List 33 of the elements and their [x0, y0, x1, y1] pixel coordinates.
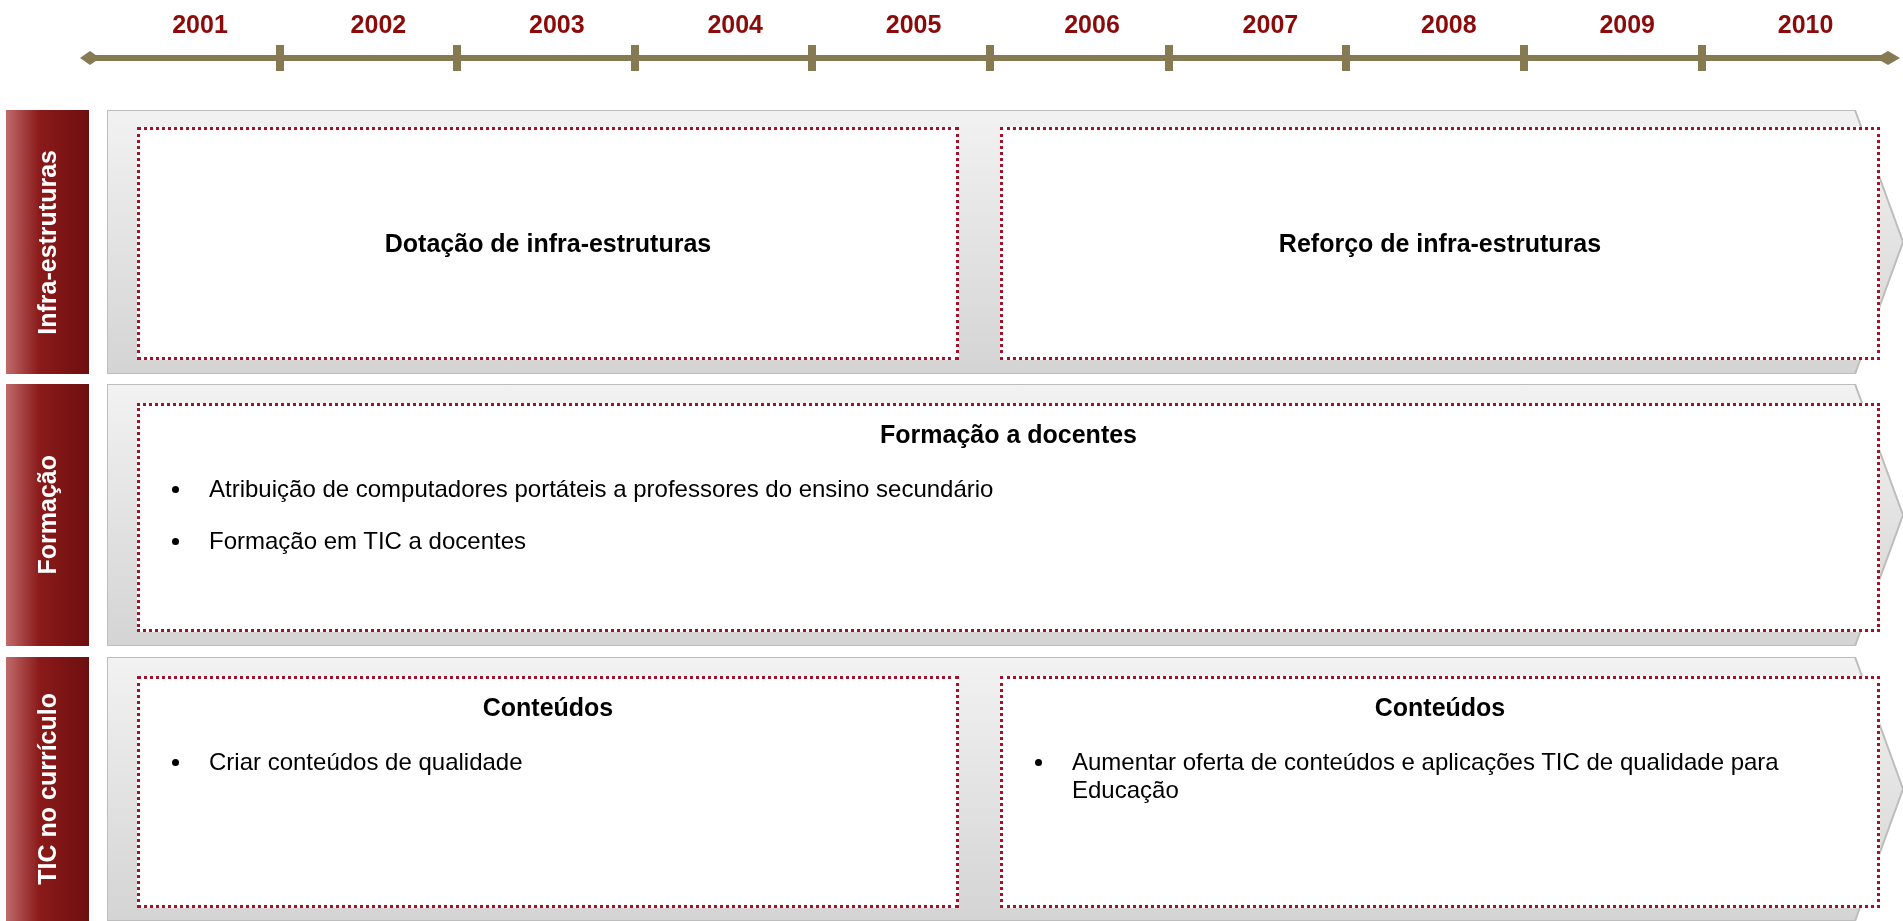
row-header — [6, 384, 89, 646]
content-box — [137, 127, 959, 360]
year-label: 2003 — [528, 10, 586, 39]
chevron-band — [107, 657, 1903, 921]
year-label: 2005 — [884, 10, 943, 39]
chevron-band — [107, 110, 1903, 374]
bullet-text: Criar conteúdos de qualidade — [164, 748, 932, 776]
year-label: 2008 — [1420, 10, 1478, 39]
content-box — [1000, 676, 1880, 908]
bullet-text: Atribuição de computadores portáteis a professores do ensino secundário — [164, 475, 1853, 503]
box-heading: Reforço de infra-estruturas — [1278, 229, 1602, 258]
box-heading: Dotação de infra-estruturas — [384, 229, 712, 258]
box-heading: Conteúdos — [481, 693, 615, 722]
box-heading: Conteúdos — [1373, 693, 1507, 722]
year-label: 2010 — [1776, 10, 1835, 39]
content-box — [137, 403, 1880, 632]
bullet-text: Aumentar oferta de conteúdos e aplicações TIC de qualidade para Educação — [1027, 748, 1853, 804]
content-box — [1000, 127, 1880, 360]
year-label: 2007 — [1241, 10, 1300, 39]
bullet-text: Formação em TIC a docentes — [164, 526, 1853, 555]
content-box — [137, 676, 959, 908]
year-label: 2009 — [1598, 10, 1656, 39]
row-title: TIC no currículo — [34, 693, 61, 885]
row-title: Formação — [34, 455, 61, 575]
box-heading: Formação a docentes — [879, 420, 1138, 449]
row-title: Infra-estruturas — [34, 149, 61, 335]
year-label: 2002 — [349, 10, 408, 39]
chevron-band — [107, 384, 1903, 646]
year-label: 2006 — [1063, 10, 1121, 39]
year-label: 2001 — [171, 10, 229, 39]
row-header — [6, 110, 89, 374]
row-header — [6, 657, 89, 921]
year-label: 2004 — [706, 10, 764, 39]
